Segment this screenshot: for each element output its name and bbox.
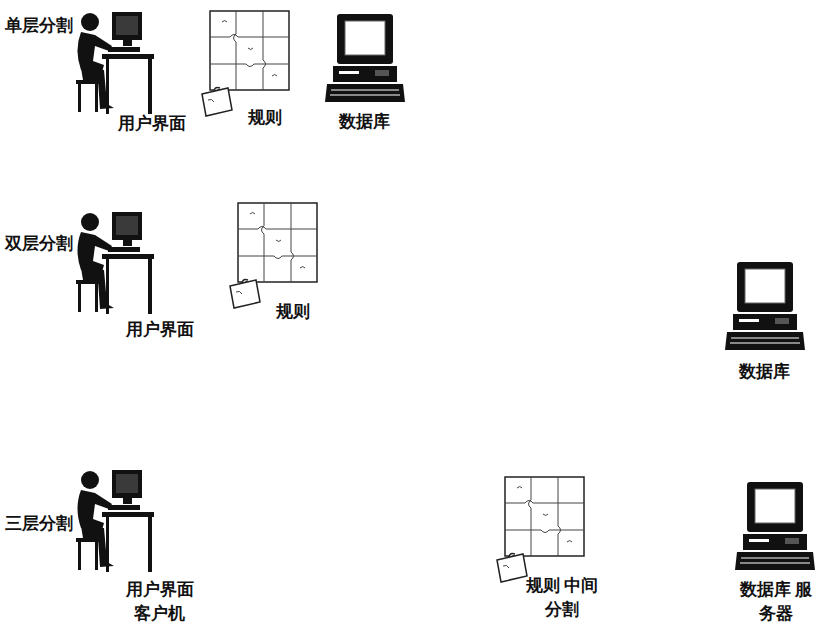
component-caption: 规则 (228, 106, 303, 130)
row-label: 三层分割 (2, 512, 77, 536)
component-caption: 数据库 (728, 360, 803, 384)
rules-puzzle-icon (497, 477, 584, 582)
user-terminal-icon (76, 470, 154, 572)
row-label: 双层分割 (2, 232, 77, 256)
component-caption: 用户界面 (115, 112, 190, 136)
row-label: 单层分割 (2, 14, 77, 38)
component-caption: 规则 (256, 300, 331, 324)
component-caption: 用户界面 客户机 (123, 578, 198, 626)
database-computer-icon (735, 482, 815, 570)
user-terminal-icon (76, 12, 154, 114)
user-terminal-icon (76, 212, 154, 314)
database-computer-icon (725, 262, 805, 350)
component-caption: 用户界面 (123, 318, 198, 342)
component-caption: 数据库 (328, 110, 403, 134)
rules-puzzle-icon (230, 203, 317, 308)
component-caption: 数据库 服务器 (739, 578, 814, 626)
rules-puzzle-icon (202, 11, 289, 116)
database-computer-icon (325, 14, 405, 102)
component-caption: 规则 中间分割 (525, 574, 600, 622)
